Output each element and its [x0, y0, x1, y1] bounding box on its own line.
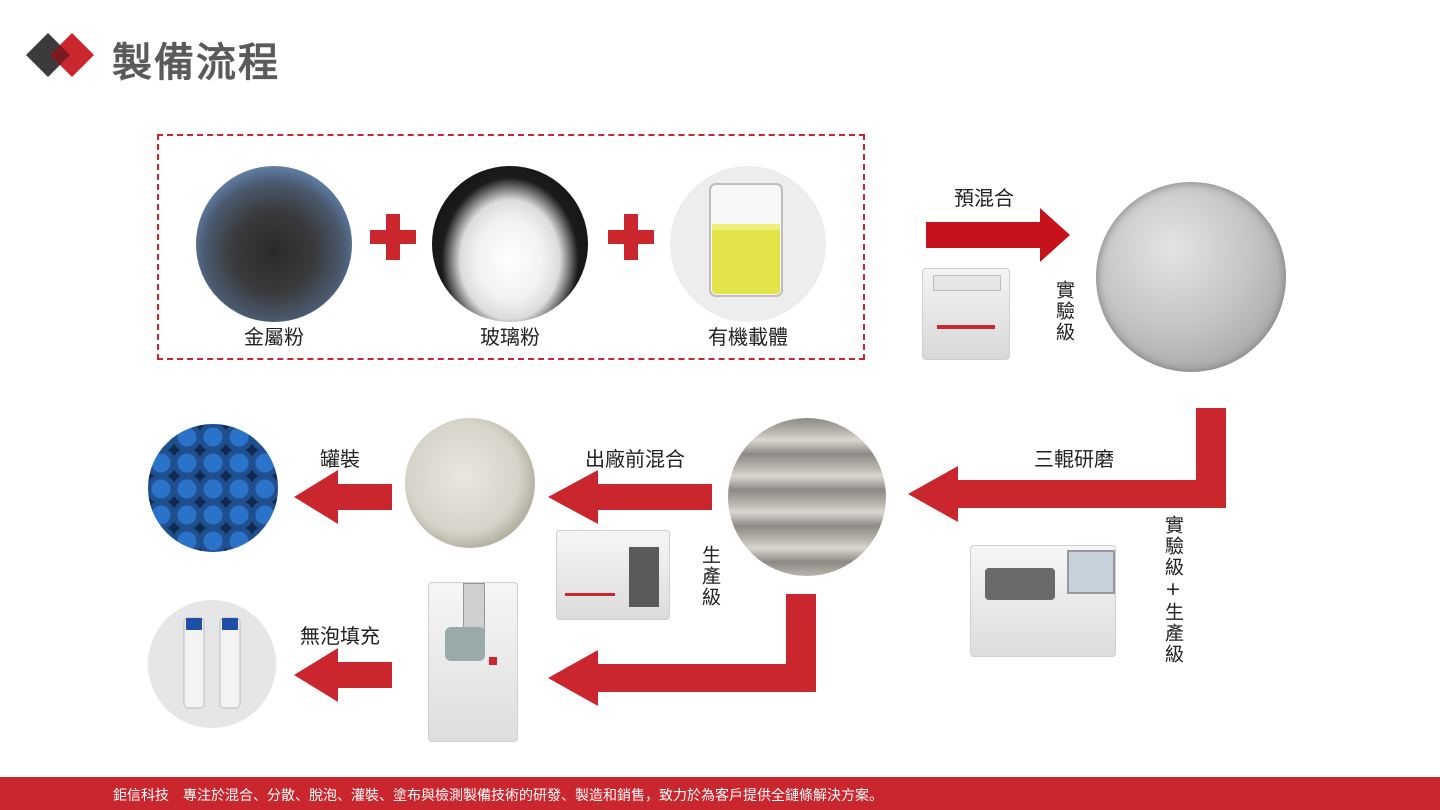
arrow-left-icon: [548, 470, 712, 524]
ingredient-label: 金屬粉: [244, 325, 304, 349]
organic-vehicle-image: [670, 166, 826, 322]
step-label-canning: 罐裝: [320, 447, 360, 471]
canned-product-image: [148, 424, 278, 552]
step-scale-premix: 實驗級: [1053, 280, 1075, 343]
arrow-left-icon: [294, 648, 392, 702]
arrow-left-icon: [294, 470, 392, 524]
plus-icon: [608, 214, 654, 260]
step-label-premix: 預混合: [954, 186, 1014, 210]
metal-powder-image: [196, 166, 352, 322]
step-scale-three-roll: 實驗級+生產級: [1162, 515, 1184, 665]
syringe-product-image: [148, 600, 276, 728]
elbow-arrow-left-icon: [548, 594, 816, 706]
final-paste-image: [405, 418, 535, 548]
ingredient-label: 有機載體: [708, 325, 788, 349]
roller-image: [728, 418, 886, 576]
step-label-three-roll: 三輥研磨: [1034, 447, 1114, 471]
step-label-filling: 無泡填充: [300, 624, 380, 648]
premix-machine-image: [922, 268, 1010, 360]
page-title: 製備流程: [112, 39, 280, 86]
glass-powder-image: [432, 166, 588, 322]
footer-bar: [0, 777, 1440, 810]
premixed-paste-image: [1096, 182, 1286, 372]
production-mixer-image: [556, 530, 670, 620]
ingredient-label: 玻璃粉: [480, 325, 540, 349]
ingredients-box: [157, 134, 865, 360]
syringe-icon: [183, 617, 241, 709]
beaker-icon: [709, 183, 783, 297]
bubble-free-filling-machine-image: [428, 582, 518, 742]
three-roll-mill-image: [970, 545, 1116, 657]
step-label-final-mix: 出廠前混合: [585, 447, 685, 471]
footer-text: 鉅信科技 專注於混合、分散、脫泡、灌裝、塗布與檢測製備技術的研發、製造和銷售，致…: [113, 788, 883, 804]
arrow-right-icon: [926, 208, 1070, 262]
step-scale-final-mix: 生產級: [699, 545, 721, 608]
elbow-arrow-left-icon: [908, 408, 1226, 522]
plus-icon: [370, 214, 416, 260]
diamond-logo-icon: [26, 33, 94, 77]
